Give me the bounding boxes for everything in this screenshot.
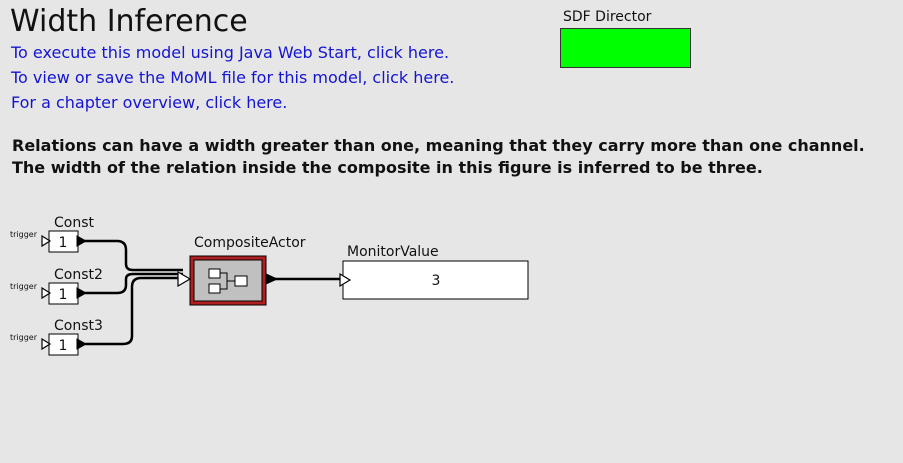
wire-const2-to-composite[interactable]: [85, 272, 183, 295]
composite-output-port[interactable]: [265, 273, 279, 285]
page-title: Width Inference: [10, 4, 248, 39]
const-name: Const: [54, 215, 95, 231]
monitor-display[interactable]: [342, 260, 529, 300]
const3-actor[interactable]: Const3 trigger 1: [10, 318, 103, 356]
const2-output-port[interactable]: [76, 287, 88, 299]
const-value: 1: [59, 235, 68, 251]
moml-file-link[interactable]: To view or save the MoML file for this m…: [11, 68, 455, 87]
const-trigger-label: trigger: [10, 230, 38, 239]
description-line-2: The width of the relation inside the com…: [12, 158, 763, 177]
monitor-name: MonitorValue: [347, 244, 439, 260]
wire-const3-to-composite[interactable]: [85, 276, 183, 346]
const3-name: Const3: [54, 318, 103, 334]
sdf-director[interactable]: [560, 28, 691, 68]
const2-actor[interactable]: Const2 trigger 1: [10, 267, 103, 305]
const2-trigger-label: trigger: [10, 282, 38, 291]
const3-output-port[interactable]: [76, 338, 88, 350]
const2-value: 1: [59, 287, 68, 303]
const-trigger-port[interactable]: [41, 234, 52, 248]
java-web-start-link[interactable]: To execute this model using Java Web Sta…: [11, 43, 450, 62]
composite-icon: [208, 268, 248, 294]
const2-trigger-port[interactable]: [41, 286, 52, 300]
const2-name: Const2: [54, 267, 103, 283]
monitor-value: 3: [432, 273, 441, 289]
const3-trigger-label: trigger: [10, 333, 38, 342]
sdf-director-label: SDF Director: [563, 9, 652, 25]
const-output-port[interactable]: [76, 235, 88, 247]
const3-value: 1: [59, 338, 68, 354]
wire-const-to-composite[interactable]: [85, 239, 183, 272]
chapter-overview-link[interactable]: For a chapter overview, click here.: [11, 93, 288, 112]
monitor-value-actor[interactable]: MonitorValue 3: [339, 244, 529, 300]
description-line-1: Relations can have a width greater than …: [12, 136, 865, 155]
monitor-input-port[interactable]: [339, 272, 352, 288]
wires: [85, 239, 343, 346]
const-actor[interactable]: Const trigger 1: [10, 215, 95, 253]
composite-name: CompositeActor: [194, 235, 306, 251]
description: Relations can have a width greater than …: [12, 135, 865, 179]
composite-input-port[interactable]: [177, 270, 192, 288]
composite-actor[interactable]: CompositeActor: [177, 235, 306, 306]
const3-trigger-port[interactable]: [41, 337, 52, 351]
